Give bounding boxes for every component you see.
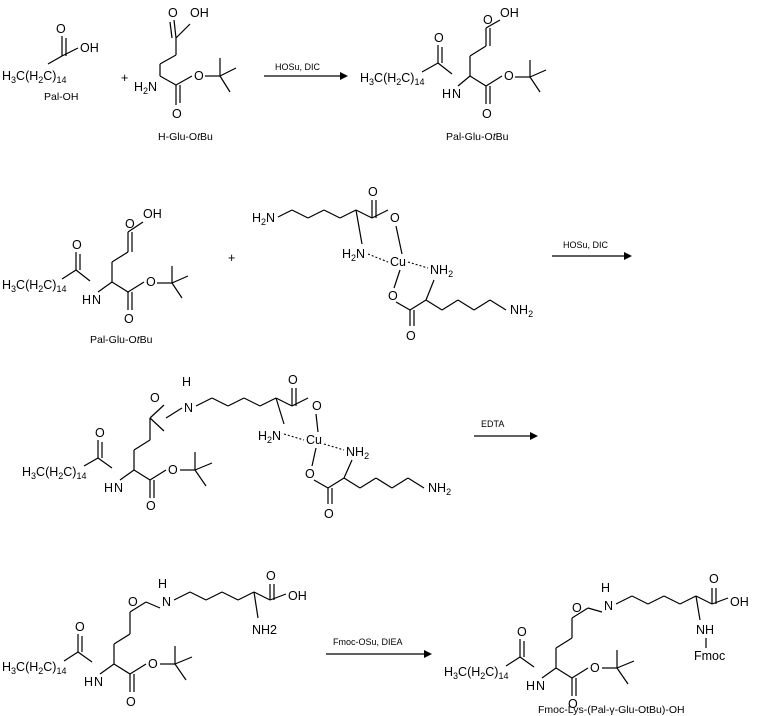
pal-glu-otbu-product: H3C(H2C)14 O N H O OH O O Pal-Glu-OtBu: [360, 6, 547, 143]
svg-text:O: O: [168, 463, 178, 477]
conditions-4: Fmoc-OSu, DIEA: [333, 637, 403, 647]
svg-text:NH2: NH2: [346, 445, 369, 461]
h-glu-otbu-label: H-Glu-OtBu: [158, 131, 213, 143]
reaction-arrow-3: EDTA: [474, 419, 538, 440]
svg-text:O: O: [709, 572, 719, 586]
svg-text:O: O: [568, 697, 578, 711]
svg-text:O: O: [75, 620, 85, 634]
svg-text:N: N: [604, 599, 613, 613]
svg-text:O: O: [126, 695, 136, 709]
svg-text:N: N: [184, 401, 193, 415]
svg-text:O: O: [368, 185, 378, 199]
conditions-2: HOSu, DIC: [563, 240, 609, 250]
svg-text:OH: OH: [730, 595, 749, 609]
svg-text:H2N: H2N: [342, 247, 365, 263]
svg-text:N: N: [162, 595, 171, 609]
svg-text:O: O: [194, 69, 204, 83]
amine-nh2: NH2: [252, 623, 277, 637]
svg-text:NH2: NH2: [428, 481, 451, 497]
fmoc-label: Fmoc: [694, 649, 725, 663]
svg-text:OH: OH: [288, 589, 307, 603]
svg-text:H2N: H2N: [258, 429, 281, 445]
pal-oh-structure: H3C(H2C)14 O OH Pal-OH: [2, 22, 99, 103]
reaction-arrow-2: HOSu, DIC: [552, 240, 632, 260]
svg-text:O: O: [124, 312, 134, 326]
svg-text:O: O: [150, 391, 160, 405]
svg-text:NH2: NH2: [510, 303, 533, 319]
svg-text:H: H: [158, 577, 167, 591]
svg-text:O: O: [305, 467, 315, 481]
svg-text:N: N: [94, 675, 103, 689]
cu-lysine-complex: H2N O O H2N Cu NH2 O O NH2: [252, 185, 533, 343]
pal-glu-lys-cu-complex: H3C(H2C)14 O N H O N H O O H2N Cu NH: [22, 373, 451, 521]
svg-text:H: H: [84, 675, 93, 689]
svg-text:H3C(H2C)14: H3C(H2C)14: [2, 69, 67, 85]
svg-text:OH: OH: [143, 207, 162, 221]
pal-oh-label: Pal-OH: [44, 91, 78, 103]
svg-text:O: O: [128, 595, 138, 609]
svg-text:O: O: [266, 569, 276, 583]
svg-text:O: O: [406, 329, 416, 343]
reaction-arrow-1: HOSu, DIC: [264, 62, 348, 80]
svg-text:N: N: [114, 481, 123, 495]
svg-text:O: O: [312, 399, 322, 413]
svg-text:O: O: [324, 507, 334, 521]
svg-text:H3C(H2C)14: H3C(H2C)14: [22, 465, 87, 481]
pal-glu-otbu-label-1: Pal-Glu-OtBu: [446, 131, 509, 143]
svg-text:O: O: [482, 107, 492, 121]
svg-text:N: N: [92, 293, 101, 307]
svg-text:H: H: [182, 375, 191, 389]
svg-text:H3C(H2C)14: H3C(H2C)14: [444, 665, 509, 681]
pal-glu-otbu-reactant: H3C(H2C)14 O N H O OH O O Pal-Glu-OtBu: [2, 207, 189, 346]
svg-text:O: O: [146, 275, 156, 289]
svg-text:O: O: [572, 601, 582, 615]
fmoc-lys-product: H3C(H2C)14 O N H O N H O OH NH Fmoc: [444, 572, 749, 716]
svg-text:OH: OH: [190, 6, 209, 20]
svg-text:N: N: [452, 87, 461, 101]
plus-sign-1: +: [121, 71, 128, 85]
svg-text:O: O: [517, 625, 527, 639]
svg-text:Cu: Cu: [306, 433, 322, 447]
svg-text:H: H: [442, 87, 451, 101]
h-glu-otbu-structure: O OH H2N O O H-Glu-OtBu: [134, 6, 237, 143]
reaction-arrow-4: Fmoc-OSu, DIEA: [326, 637, 432, 658]
conditions-1: HOSu, DIC: [275, 62, 321, 72]
svg-text:H3C(H2C)14: H3C(H2C)14: [2, 660, 67, 676]
svg-text:Cu: Cu: [390, 255, 406, 269]
svg-text:O: O: [434, 31, 444, 45]
svg-text:OH: OH: [80, 41, 99, 55]
svg-text:H: H: [82, 293, 91, 307]
pal-glu-otbu-label-2: Pal-Glu-OtBu: [90, 334, 153, 346]
svg-text:O: O: [125, 217, 135, 231]
svg-text:N: N: [536, 679, 545, 693]
svg-text:O: O: [95, 426, 105, 440]
svg-text:H3C(H2C)14: H3C(H2C)14: [360, 71, 425, 87]
svg-text:H: H: [526, 679, 535, 693]
svg-text:O: O: [172, 107, 182, 121]
svg-text:O: O: [146, 499, 156, 513]
svg-text:O: O: [388, 289, 398, 303]
fmoc-product-label: Fmoc-Lys-(Pal-γ-Glu-OtBu)-OH: [538, 704, 685, 716]
svg-text:H: H: [601, 581, 610, 595]
svg-text:O: O: [168, 6, 178, 20]
svg-text:O: O: [504, 69, 514, 83]
svg-text:H: H: [104, 481, 113, 495]
svg-text:H2N: H2N: [252, 211, 275, 227]
svg-text:H2N: H2N: [134, 80, 157, 96]
plus-sign-2: +: [228, 251, 235, 265]
svg-text:NH2: NH2: [430, 263, 453, 279]
svg-text:O: O: [390, 211, 400, 225]
svg-text:O: O: [72, 238, 82, 252]
svg-text:O: O: [148, 657, 158, 671]
svg-text:O: O: [590, 661, 600, 675]
svg-text:O: O: [483, 13, 493, 27]
nh-label: NH: [696, 623, 714, 637]
svg-text:OH: OH: [500, 6, 519, 20]
svg-text:H3C(H2C)14: H3C(H2C)14: [2, 278, 67, 294]
pal-glu-lys-free: H3C(H2C)14 O N H O N H O OH NH2 O O: [2, 569, 307, 709]
svg-text:O: O: [56, 22, 66, 36]
svg-text:O: O: [288, 373, 298, 387]
conditions-3: EDTA: [481, 419, 504, 429]
